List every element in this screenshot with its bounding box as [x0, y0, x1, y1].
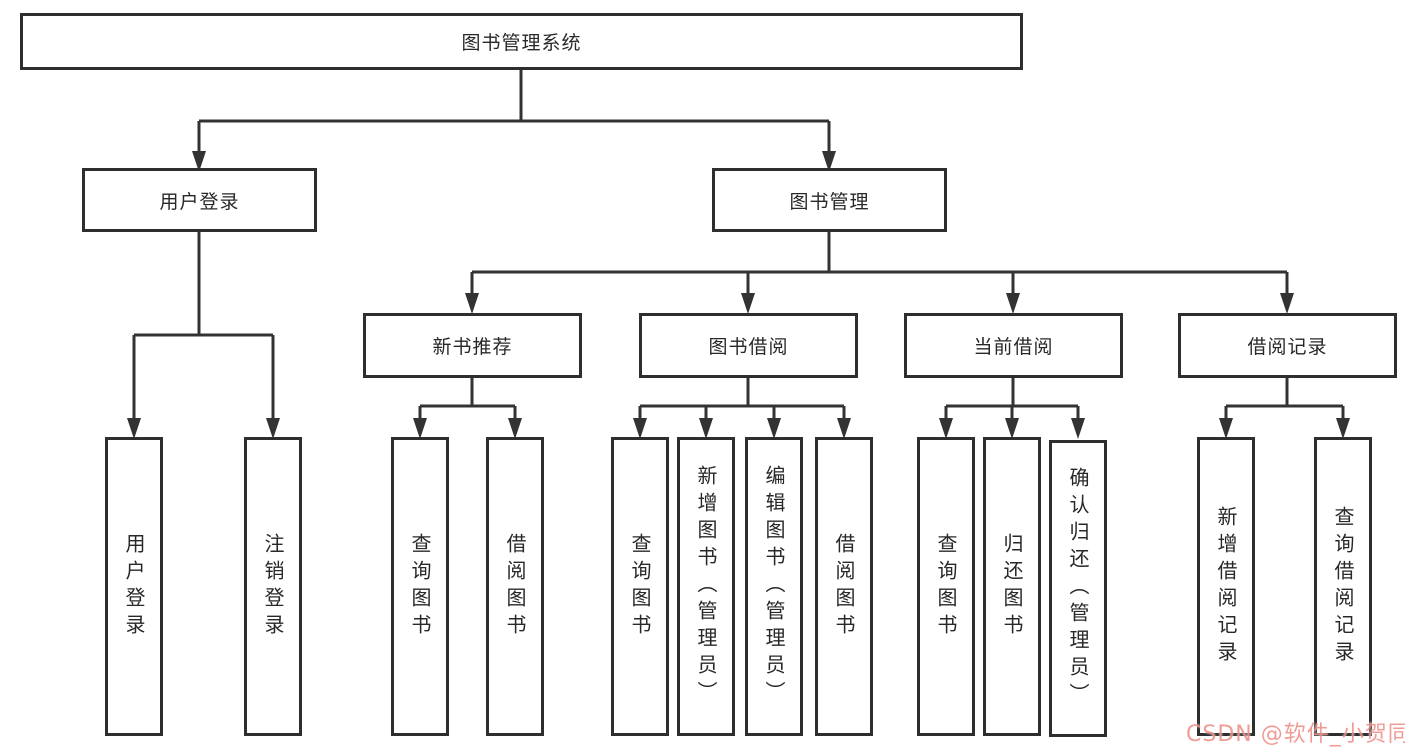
leaf-label: 用户登录 [122, 532, 146, 641]
leaf-current-query-book: 查询图书 [917, 437, 975, 736]
leaf-borrowing-add-book-admin: 新增图书（管理员） [677, 437, 735, 736]
leaf-records-query-record: 查询借阅记录 [1314, 437, 1372, 736]
node-label: 新书推荐 [432, 336, 513, 358]
leaf-label: 归还图书 [1000, 532, 1024, 641]
connector-userlogin-to-leaves [132, 232, 275, 421]
leaf-borrowing-borrow-book: 借阅图书 [815, 437, 873, 736]
node-label: 用户登录 [159, 190, 240, 213]
leaf-label: 新增图书（管理员） [694, 465, 718, 708]
node-system-root: 图书管理系统 [20, 13, 1023, 70]
connector-newbook-to-leaves [418, 378, 517, 421]
leaf-label: 确认归还（管理员） [1066, 467, 1090, 710]
leaf-current-return-book: 归还图书 [983, 437, 1041, 736]
leaf-label: 查询借阅记录 [1331, 505, 1355, 668]
leaf-recommend-query-book: 查询图书 [391, 437, 449, 736]
node-label: 当前借阅 [973, 336, 1054, 358]
leaf-label: 新增借阅记录 [1214, 505, 1238, 668]
leaf-label: 借阅图书 [503, 532, 527, 641]
leaf-borrowing-edit-book-admin: 编辑图书（管理员） [745, 437, 803, 736]
leaf-label: 查询图书 [628, 532, 652, 641]
node-user-login: 用户登录 [82, 168, 317, 232]
leaf-borrowing-query-book: 查询图书 [611, 437, 669, 736]
leaf-current-confirm-return-admin: 确认归还（管理员） [1049, 440, 1107, 737]
leaf-user-login: 用户登录 [105, 437, 163, 736]
connector-currentborrow-to-leaves [944, 378, 1080, 421]
connector-bookmgmt-to-level3 [470, 232, 1289, 296]
node-label: 图书管理系统 [461, 32, 582, 54]
node-book-management: 图书管理 [712, 168, 947, 232]
leaf-label: 查询图书 [934, 532, 958, 641]
leaf-label: 注销登录 [261, 532, 285, 641]
connector-borrowrecord-to-leaves [1224, 378, 1345, 421]
node-current-borrowing: 当前借阅 [904, 313, 1123, 378]
node-label: 图书借阅 [708, 336, 789, 358]
leaf-label: 查询图书 [408, 532, 432, 641]
watermark: CSDN @软件_小贺同学 [1186, 722, 1405, 747]
node-label: 借阅记录 [1247, 336, 1328, 358]
leaf-logout: 注销登录 [244, 437, 302, 736]
leaf-label: 编辑图书（管理员） [762, 465, 786, 708]
arrowheads [127, 151, 1350, 439]
connector-bookborrow-to-leaves [638, 378, 846, 421]
leaf-label: 借阅图书 [832, 532, 856, 641]
leaf-recommend-borrow-book: 借阅图书 [486, 437, 544, 736]
node-new-book-recommend: 新书推荐 [363, 313, 582, 378]
node-book-borrowing: 图书借阅 [639, 313, 858, 378]
leaf-records-add-record: 新增借阅记录 [1197, 437, 1255, 736]
connector-root-to-level2 [197, 70, 831, 153]
node-label: 图书管理 [789, 190, 870, 213]
node-borrowing-records: 借阅记录 [1178, 313, 1397, 378]
